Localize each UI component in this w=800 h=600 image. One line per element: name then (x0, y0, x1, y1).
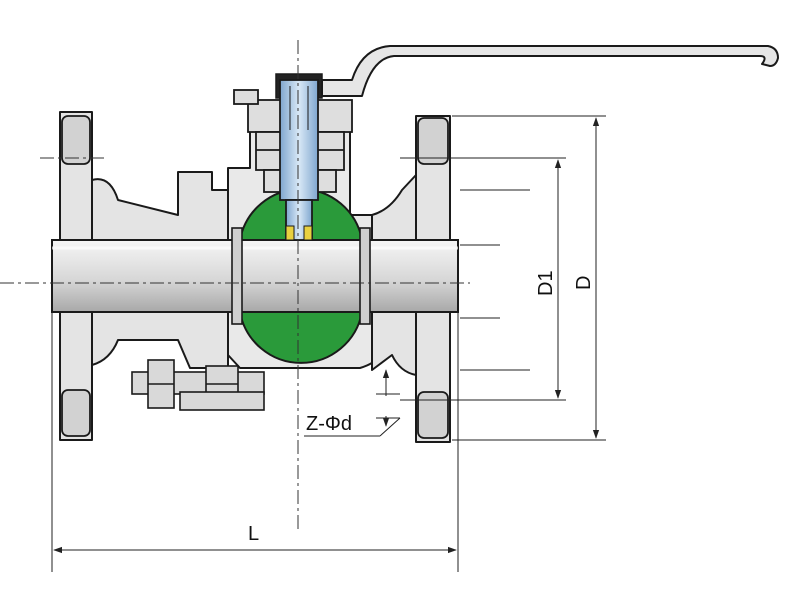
seats (231, 227, 371, 325)
dimension-label-L: L (248, 523, 259, 545)
stem (275, 73, 323, 241)
bore-passage (51, 239, 459, 313)
handle-lever (321, 45, 779, 97)
dimension-lines (51, 115, 606, 572)
flange-details (61, 115, 449, 439)
bolt-assembly (131, 359, 265, 411)
dimension-label-bolt-holes: Z-Φd (306, 413, 352, 435)
dimension-label-D: D (573, 276, 595, 290)
dimension-label-D1: D1 (535, 270, 557, 296)
center-lines (0, 40, 470, 530)
